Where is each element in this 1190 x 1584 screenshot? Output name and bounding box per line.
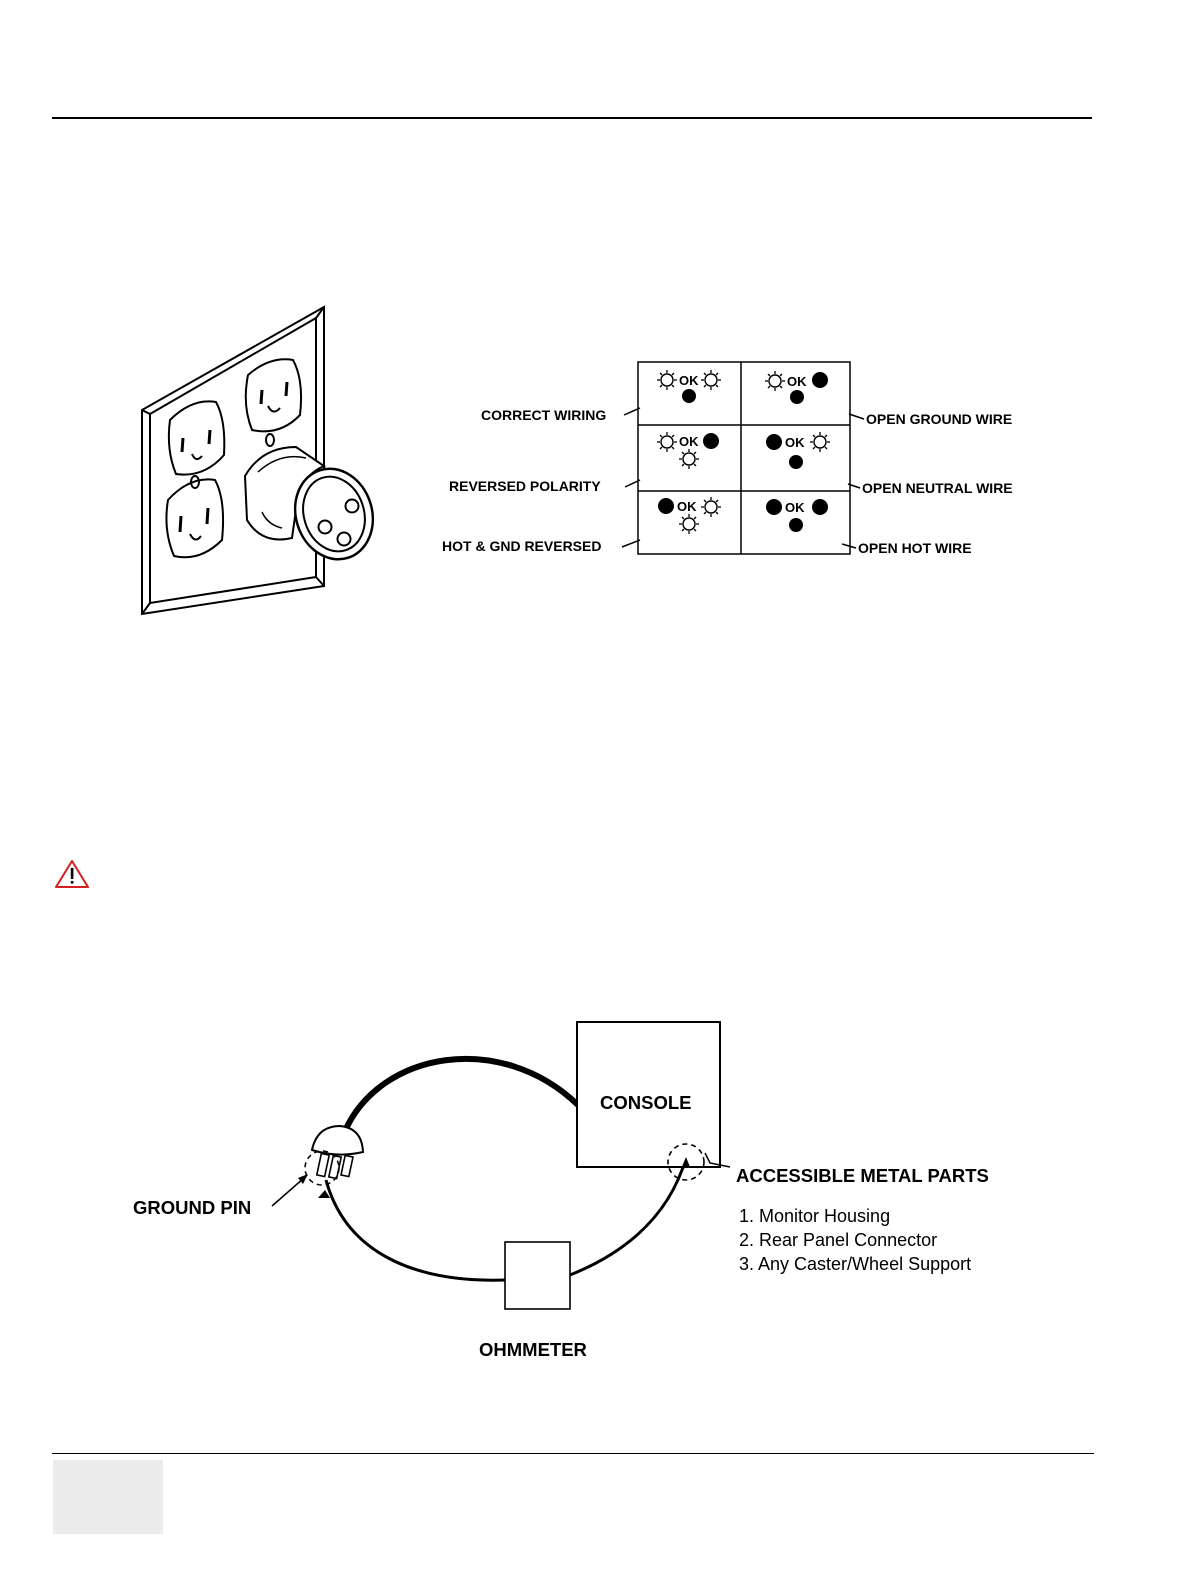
- unlit-lamp-icon: [812, 499, 828, 515]
- ohmmeter-label: OHMMETER: [479, 1339, 587, 1360]
- ok-label: OK: [785, 435, 805, 450]
- ground-pin-label: GROUND PIN: [133, 1197, 251, 1218]
- unlit-lamp-icon: [766, 499, 782, 515]
- unlit-lamp-icon: [790, 390, 804, 404]
- unlit-lamp-icon: [812, 372, 828, 388]
- lit-lamp-icon: [679, 449, 699, 469]
- ok-label: OK: [787, 374, 807, 389]
- unlit-lamp-icon: [789, 455, 803, 469]
- accessible-part-item: 3. Any Caster/Wheel Support: [739, 1254, 971, 1274]
- plug-prong: [329, 1155, 341, 1178]
- lit-lamp-icon: [765, 371, 785, 391]
- label-correct-wiring: CORRECT WIRING: [481, 407, 606, 423]
- ok-label: OK: [785, 500, 805, 515]
- lit-lamp-icon: [701, 370, 721, 390]
- plug-prong: [341, 1155, 353, 1176]
- leader-arrow: [849, 414, 864, 419]
- leader-arrow: [842, 544, 856, 548]
- indicator-cell-correct-wiring: OK: [657, 370, 721, 403]
- lit-lamp-icon: [657, 432, 677, 452]
- plug-head: [312, 1126, 363, 1155]
- ok-label: OK: [677, 499, 697, 514]
- accessible-part-item: 1. Monitor Housing: [739, 1206, 890, 1226]
- accessible-part-item: 2. Rear Panel Connector: [739, 1230, 937, 1250]
- console-label: CONSOLE: [600, 1092, 691, 1113]
- label-open-neutral-wire: OPEN NEUTRAL WIRE: [862, 480, 1013, 496]
- indicator-cell-open-hot: OK: [766, 499, 828, 532]
- lit-lamp-icon: [701, 497, 721, 517]
- label-reversed-polarity: REVERSED POLARITY: [449, 478, 601, 494]
- lit-lamp-icon: [679, 514, 699, 534]
- label-open-hot-wire: OPEN HOT WIRE: [858, 540, 972, 556]
- warning-icon: [56, 861, 88, 887]
- lit-lamp-icon: [810, 432, 830, 452]
- indicator-cell-open-neutral: OK: [766, 432, 830, 469]
- indicator-cell-reversed-polarity: OK: [657, 432, 719, 469]
- ohmmeter-box: [505, 1242, 570, 1309]
- label-open-ground-wire: OPEN GROUND WIRE: [866, 411, 1012, 427]
- power-cord: [345, 1059, 578, 1131]
- unlit-lamp-icon: [766, 434, 782, 450]
- ground-continuity-diagram: CONSOLE GROUND PIN OHMMETER ACCESSIBLE M…: [133, 1022, 989, 1360]
- accessible-metal-parts-title: ACCESSIBLE METAL PARTS: [736, 1165, 989, 1186]
- unlit-lamp-icon: [789, 518, 803, 532]
- ok-label: OK: [679, 373, 699, 388]
- unlit-lamp-icon: [658, 498, 674, 514]
- ok-label: OK: [679, 434, 699, 449]
- test-lead: [326, 1180, 505, 1280]
- indicator-cell-open-ground: OK: [765, 371, 828, 404]
- outlet-tester-grid: OK OK OK OK OK: [442, 362, 1013, 556]
- leader-arrow: [272, 1178, 304, 1206]
- unlit-lamp-icon: [682, 389, 696, 403]
- test-lead: [570, 1158, 686, 1275]
- indicator-cell-hot-gnd-reversed: OK: [658, 497, 721, 534]
- wall-outlet-illustration: [142, 307, 384, 614]
- unlit-lamp-icon: [703, 433, 719, 449]
- plug-prong: [317, 1153, 329, 1176]
- lit-lamp-icon: [657, 370, 677, 390]
- label-hot-gnd-reversed: HOT & GND REVERSED: [442, 538, 601, 554]
